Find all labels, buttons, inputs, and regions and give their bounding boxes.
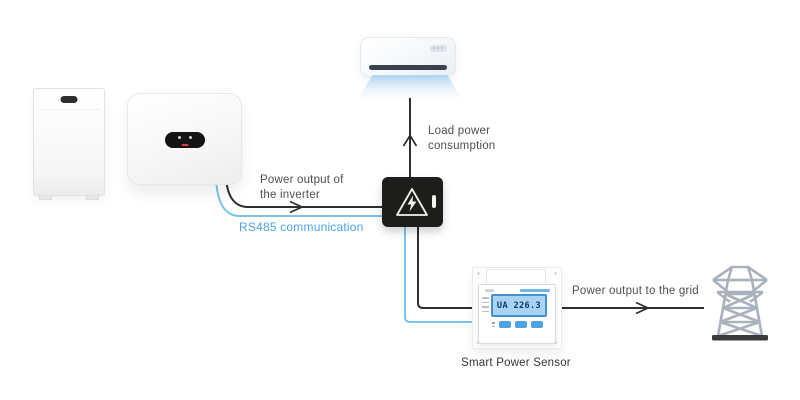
- battery-seam: [38, 109, 100, 110]
- sensor-button: [515, 321, 527, 328]
- smart-power-sensor: UA 226.3: [478, 284, 556, 344]
- lcd-reading: UA 226.3: [496, 300, 542, 311]
- ac-display-panel: [430, 45, 447, 52]
- grid-power-cable: [417, 225, 704, 309]
- battery-unit: [33, 88, 105, 200]
- label-smart-power-sensor: Smart Power Sensor: [461, 357, 571, 369]
- label-load-power-consumption: Load power consumption: [428, 125, 496, 152]
- tower-base: [712, 335, 768, 341]
- ac-air-outlet: [369, 65, 447, 70]
- sensor-button: [499, 321, 511, 328]
- inverter-indicator-panel: [164, 132, 205, 148]
- inverter-led-icon: [188, 136, 192, 139]
- label-power-output-inverter: Power output of the inverter: [260, 174, 344, 201]
- sensor-top-terminal: [486, 269, 546, 286]
- battery-foot: [86, 194, 99, 200]
- arrow-right-icon: [635, 301, 651, 315]
- sensor-side-markings: [482, 297, 489, 315]
- sensor-lcd-display: UA 226.3: [491, 294, 547, 317]
- solar-inverter: [127, 93, 242, 185]
- arrow-right-icon: [289, 200, 305, 214]
- inverter-led-icon: [177, 136, 181, 139]
- air-conditioner: [360, 37, 456, 77]
- sensor-button: [531, 321, 543, 328]
- battery-logo-icon: [60, 96, 78, 103]
- battery-foot: [39, 194, 52, 200]
- inverter-brand-mark: [181, 143, 188, 146]
- power-distribution-box: [382, 177, 443, 227]
- transmission-tower-icon: [712, 265, 768, 341]
- box-handle: [431, 195, 436, 208]
- sensor-buttons: [499, 321, 543, 328]
- label-power-output-grid: Power output to the grid: [572, 285, 699, 297]
- sensor-brand-strip: [520, 289, 550, 292]
- label-rs485-communication: RS485 communication: [239, 220, 364, 234]
- lightning-triangle-icon: [396, 188, 428, 216]
- arrow-up-icon: [402, 133, 418, 147]
- ac-airflow: [358, 75, 462, 99]
